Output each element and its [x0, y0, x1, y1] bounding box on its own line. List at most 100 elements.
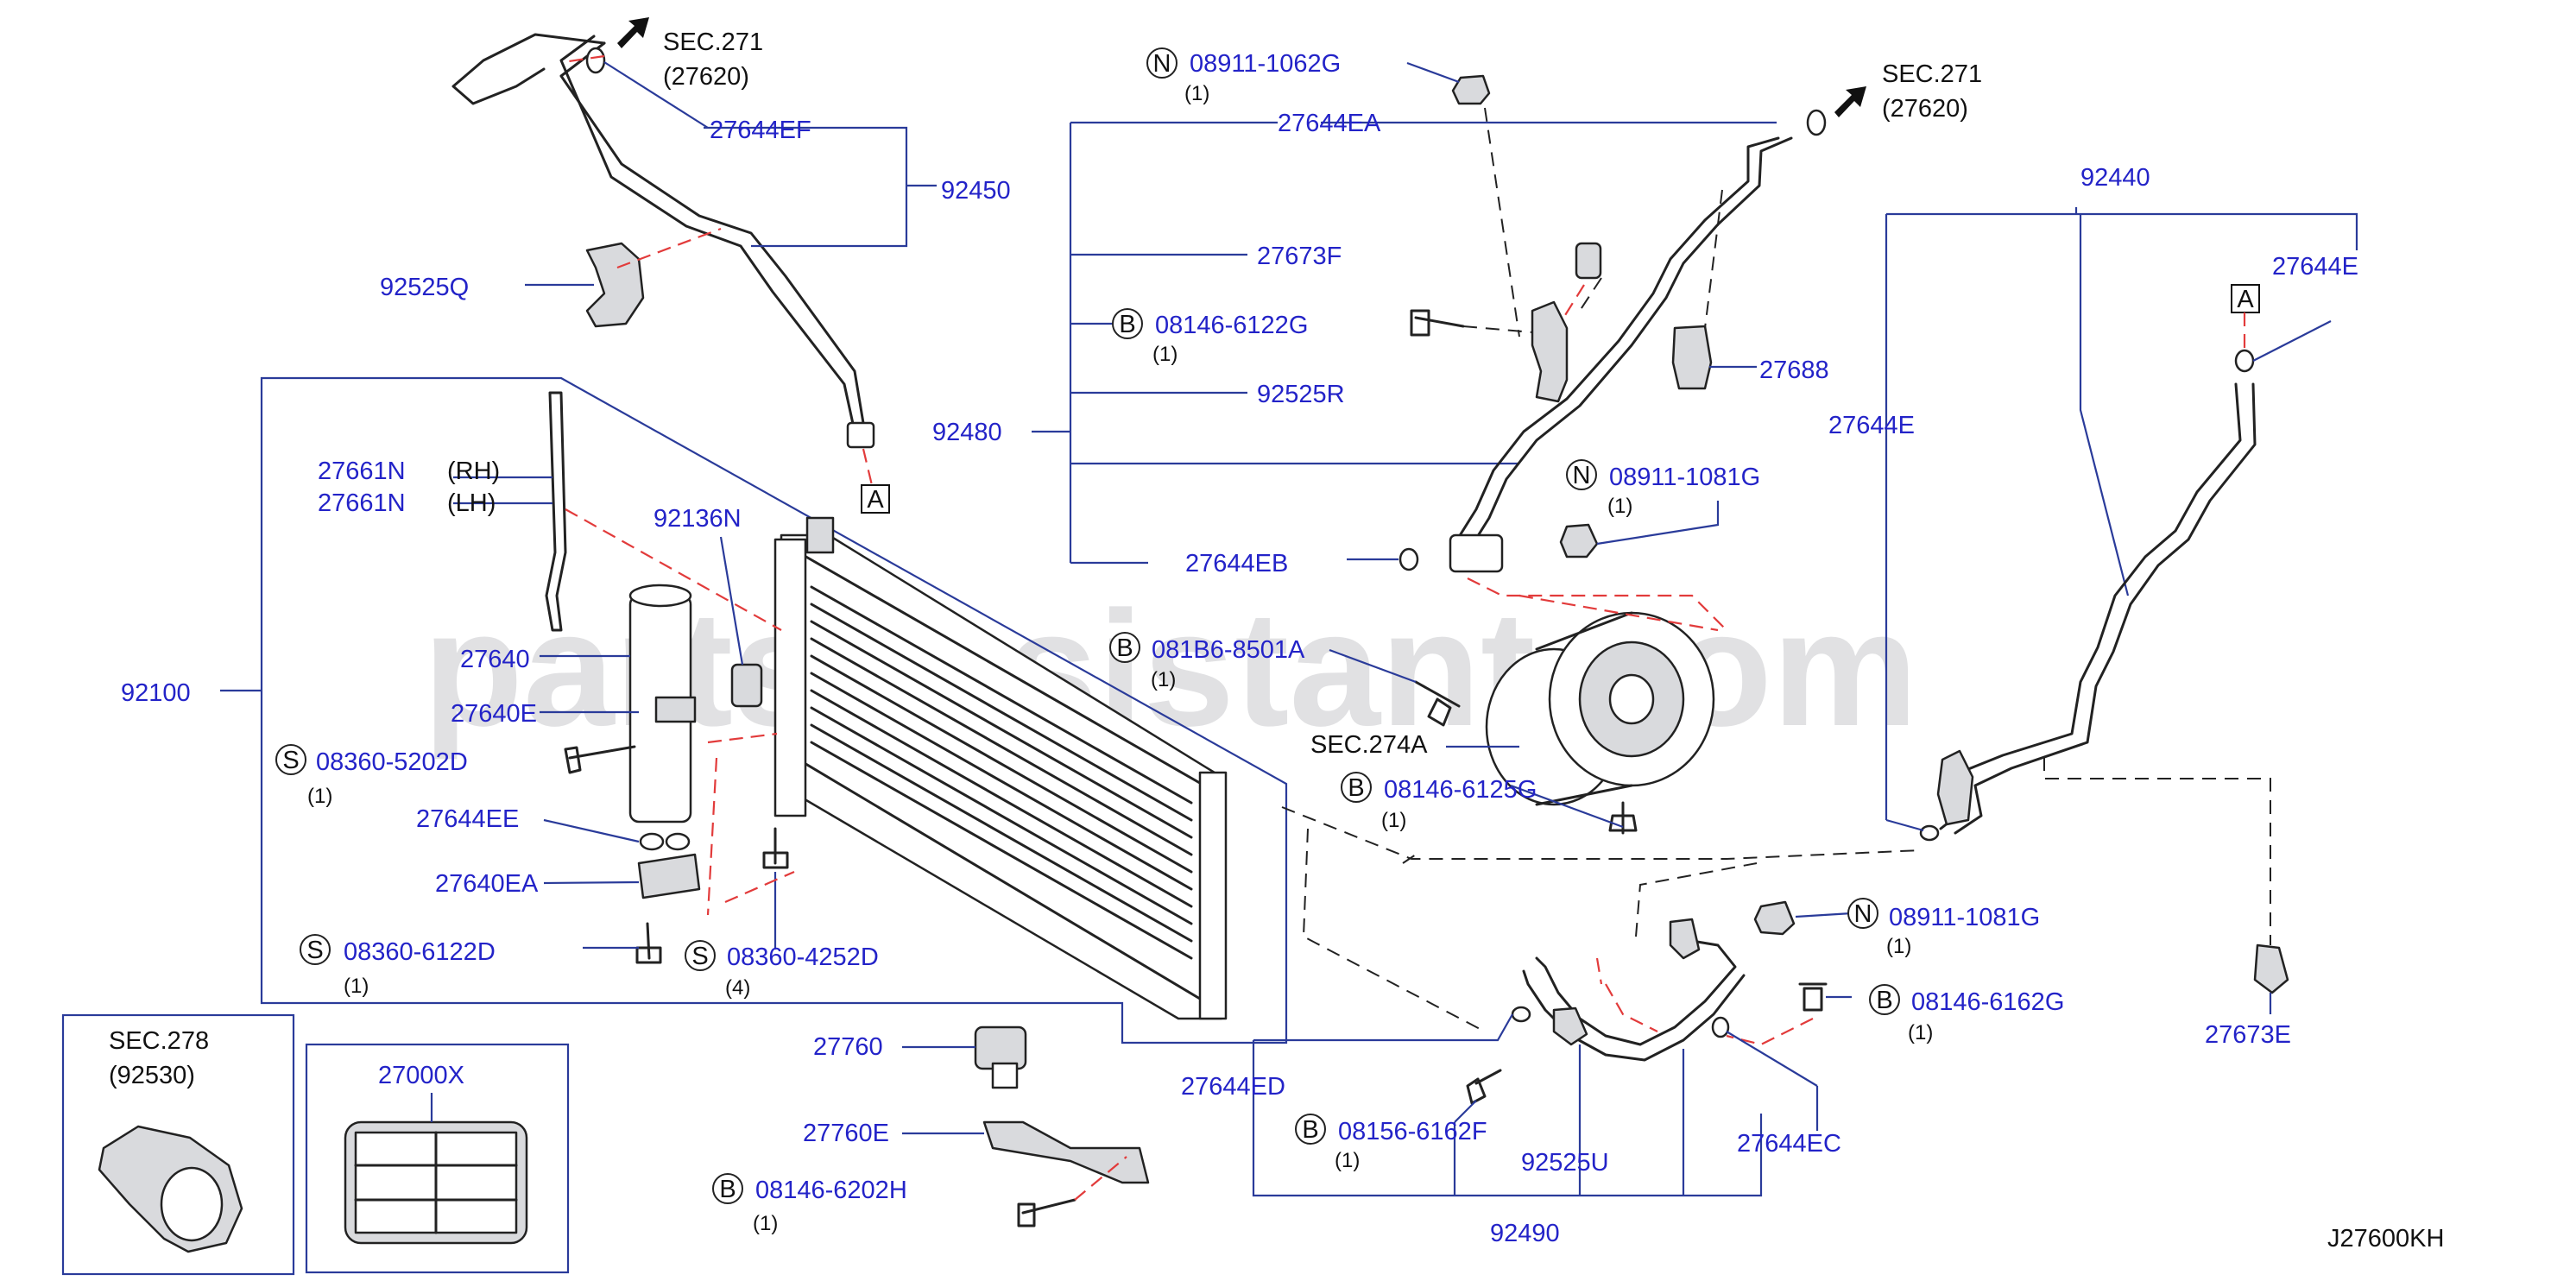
oring-27644ea: [1806, 109, 1827, 136]
bolt-08156-6162f: [1466, 1069, 1502, 1105]
diagram-code: J27600KH: [2327, 1225, 2444, 1253]
label-27644e-top[interactable]: 27644E: [2272, 253, 2358, 281]
qty-08146-6162g: (1): [1908, 1021, 1933, 1044]
label-27644e-left[interactable]: 27644E: [1828, 412, 1915, 439]
oring-27644e-bottom: [1919, 824, 1940, 842]
nut-08911-1081g-a: [1559, 523, 1599, 558]
qty-08146-6122g: (1): [1152, 343, 1178, 366]
label-27640[interactable]: 27640: [460, 646, 530, 673]
sec278-sketch: [98, 1125, 243, 1253]
qty-08146-6125g: (1): [1381, 809, 1406, 832]
condenser-core: [773, 516, 1228, 1020]
label-27644ee[interactable]: 27644EE: [416, 805, 519, 833]
qty-08360-6122d: (1): [344, 975, 369, 998]
receiver-bracket-27661n: [545, 391, 567, 632]
prefix-b1: B: [1119, 311, 1135, 338]
label-27760[interactable]: 27760: [813, 1033, 883, 1061]
cap-27673e: [2253, 943, 2289, 994]
bolt-08146-6202h: [1017, 1198, 1076, 1227]
bolt-08146-6125g: [1608, 801, 1638, 835]
label-92100[interactable]: 92100: [121, 679, 191, 707]
bolt-08360-4252d: [762, 827, 789, 869]
label-08360-5202d[interactable]: 08360-5202D: [316, 748, 468, 776]
label-92490[interactable]: 92490: [1490, 1220, 1560, 1247]
label-27673e[interactable]: 27673E: [2205, 1021, 2291, 1049]
qty-08911-1081g-b: (1): [1886, 935, 1911, 958]
bolt-08360-6122d: [635, 922, 662, 964]
prefix-n3: N: [1854, 900, 1872, 928]
label-27644ed[interactable]: 27644ED: [1181, 1073, 1285, 1101]
label-08146-6125g[interactable]: 08146-6125G: [1384, 776, 1537, 804]
oring-27644ef: [585, 47, 606, 74]
bracket-27640ea: [637, 853, 701, 899]
compressor: [1485, 611, 1715, 806]
label-92136n[interactable]: 92136N: [653, 505, 742, 533]
label-27644ec[interactable]: 27644EC: [1737, 1130, 1841, 1158]
label-27760e[interactable]: 27760E: [803, 1120, 889, 1147]
label-08146-6122g[interactable]: 08146-6122G: [1155, 312, 1308, 339]
label-08911-1081g-b[interactable]: 08911-1081G: [1889, 904, 2040, 931]
qty-08156-6162f: (1): [1335, 1149, 1360, 1172]
label-08156-6162f[interactable]: 08156-6162F: [1338, 1118, 1487, 1145]
label-081b6-8501a[interactable]: 081B6-8501A: [1152, 636, 1305, 664]
cap-27673f: [1575, 242, 1602, 280]
label-92480[interactable]: 92480: [932, 419, 1002, 446]
hose-92450: [451, 33, 875, 449]
qty-08146-6202h: (1): [753, 1212, 778, 1235]
label-08911-1062g[interactable]: 08911-1062G: [1190, 50, 1341, 78]
label-92525q[interactable]: 92525Q: [380, 274, 469, 301]
label-08360-6122d[interactable]: 08360-6122D: [344, 938, 496, 966]
oring-27644eb: [1398, 547, 1419, 571]
sec-271-right: SEC.271: [1882, 60, 1982, 88]
part-27000x-sketch: [344, 1120, 528, 1245]
dash-red-92480: [1467, 284, 1727, 631]
label-27644eb[interactable]: 27644EB: [1185, 550, 1288, 577]
label-92440[interactable]: 92440: [2080, 164, 2150, 192]
leader-08146-6125g: [1510, 784, 1624, 829]
clip-92525r: [1531, 300, 1569, 403]
prefix-b6: B: [719, 1176, 736, 1203]
leader-27640: [540, 654, 639, 714]
dash-compressor: [1518, 594, 1719, 632]
label-27661n-lh[interactable]: 27661N: [318, 489, 406, 517]
prefix-s1: S: [282, 747, 299, 774]
label-08911-1081g-a[interactable]: 08911-1081G: [1609, 464, 1760, 491]
label-27640e[interactable]: 27640E: [451, 700, 537, 728]
leader-27644e-top: [2252, 320, 2332, 362]
label-27644ef[interactable]: 27644EF: [710, 117, 811, 144]
sensor-92136n: [730, 663, 763, 708]
callout-a1-box: [861, 484, 890, 514]
dash-27673e: [2043, 757, 2271, 945]
label-27644ea[interactable]: 27644EA: [1278, 110, 1381, 137]
label-08146-6202h[interactable]: 08146-6202H: [755, 1177, 907, 1204]
leader-92136n: [719, 536, 744, 666]
sec-278-ref: (92530): [109, 1062, 195, 1089]
leader-08156-6162f: [1454, 1100, 1477, 1123]
part-27000x-box: [305, 1043, 570, 1274]
label-92525u[interactable]: 92525U: [1521, 1149, 1609, 1177]
callout-a2: A: [2237, 286, 2254, 313]
dash-a1: [862, 448, 874, 486]
label-27000x[interactable]: 27000X: [378, 1062, 464, 1089]
label-27661n-rh[interactable]: 27661N: [318, 458, 406, 485]
label-92450[interactable]: 92450: [941, 177, 1011, 205]
leader-08911-1081g-a: [1596, 501, 1720, 546]
leader-27644ee: [543, 818, 640, 843]
label-27640ea[interactable]: 27640EA: [435, 870, 539, 898]
prefix-n2: N: [1573, 462, 1591, 489]
bolt-08146-6122g: [1410, 309, 1465, 337]
bracket-27688: [1671, 325, 1713, 390]
label-92525r[interactable]: 92525R: [1257, 381, 1345, 408]
receiver-drier-27640: [628, 584, 697, 824]
condenser-group-box: [260, 376, 1288, 1044]
oring-27644e-top: [2234, 349, 2255, 373]
leader-08911-1062g: [1406, 61, 1460, 84]
prefix-b3: B: [1348, 774, 1364, 802]
label-08146-6162g[interactable]: 08146-6162G: [1911, 988, 2064, 1016]
leader-92450: [704, 126, 908, 248]
label-08360-4252d[interactable]: 08360-4252D: [727, 943, 879, 971]
label-27673f[interactable]: 27673F: [1257, 243, 1342, 270]
leader-27644ef: [603, 61, 709, 129]
label-27688[interactable]: 27688: [1759, 357, 1829, 384]
